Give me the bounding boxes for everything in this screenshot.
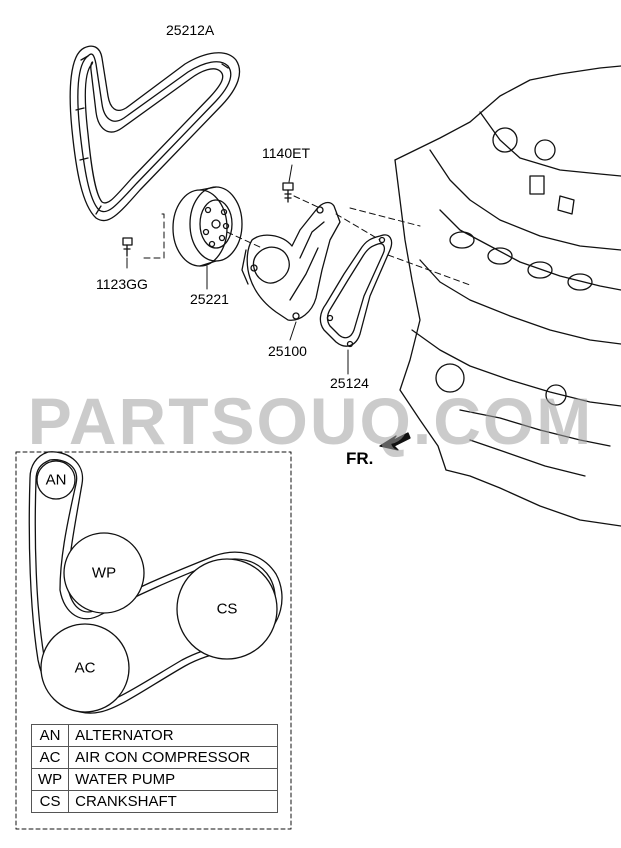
- alignment-lines: [140, 195, 471, 286]
- front-arrow-icon: [379, 432, 411, 451]
- watermark: PARTSOUQ.COM: [27, 384, 594, 458]
- label-pulley: 25221: [190, 291, 229, 307]
- label-water-pump: 25100: [268, 343, 307, 359]
- pulley-label-wp: WP: [91, 564, 117, 582]
- label-bolt-left: 1123GG: [96, 276, 148, 292]
- legend-description: CRANKSHAFT: [68, 790, 279, 813]
- pulley-ac: [40, 623, 130, 713]
- legend-code: AN: [30, 724, 70, 747]
- label-bolt-top: 1140ET: [262, 145, 310, 161]
- legend-code: CS: [30, 790, 70, 813]
- legend-row: WP WATER PUMP: [30, 768, 279, 791]
- legend-description: ALTERNATOR: [68, 724, 279, 747]
- pulley-25221: [172, 186, 243, 267]
- bolt-1140et: [282, 182, 294, 203]
- engine-block: [394, 65, 621, 527]
- bolt-1123gg: [122, 237, 133, 257]
- gasket-25124: [319, 234, 393, 348]
- pulley-label-cs: CS: [216, 600, 238, 618]
- legend-row: CS CRANKSHAFT: [30, 790, 279, 813]
- legend-code: WP: [30, 768, 70, 791]
- legend-row: AN ALTERNATOR: [30, 724, 279, 747]
- pulley-cs: [176, 558, 278, 660]
- pulley-wp: [63, 532, 145, 614]
- pulley-an: [36, 460, 76, 500]
- serpentine-belt: [69, 45, 241, 222]
- label-belt: 25212A: [166, 22, 215, 38]
- water-pump-25100: [241, 201, 341, 321]
- legend-table: AN ALTERNATOR AC AIR CON COMPRESSOR WP W…: [30, 724, 279, 813]
- front-direction-label: FR.: [346, 449, 374, 468]
- pulley-label-an: AN: [45, 471, 67, 489]
- legend-description: AIR CON COMPRESSOR: [68, 746, 279, 769]
- legend-description: WATER PUMP: [68, 768, 279, 791]
- label-gasket: 25124: [330, 375, 369, 391]
- legend-row: AC AIR CON COMPRESSOR: [30, 746, 279, 769]
- pulley-label-ac: AC: [74, 659, 96, 677]
- belt-routing-box: [15, 451, 292, 830]
- legend-code: AC: [30, 746, 70, 769]
